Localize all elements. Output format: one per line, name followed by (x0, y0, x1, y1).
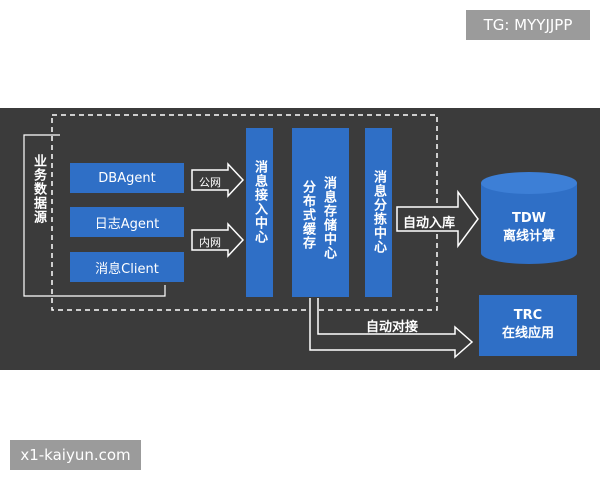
label-auto-connect: 自动对接 (366, 320, 419, 335)
tdw-text: TDW 离线计算 (481, 210, 577, 246)
label-private: 内网 (199, 236, 221, 249)
trc-text: TRC 在线应用 (479, 307, 577, 343)
agent-log: 日志Agent (70, 207, 184, 237)
distribution-center-label: 消息分拣中心 (371, 170, 386, 254)
label-public: 公网 (199, 176, 221, 189)
watermark-bottom-left: x1-kaiyun.com (10, 440, 141, 470)
box-trc: TRC 在线应用 (479, 295, 577, 356)
source-label: 业务数据源 (31, 154, 46, 224)
tdw-title: TDW (512, 211, 546, 226)
watermark-top-right: TG: MYYJJPP (466, 10, 590, 40)
source-bracket (23, 134, 166, 297)
box-storage-cache: 消息存储中心 分布式缓存 (292, 128, 349, 297)
arrow-auto-import (396, 189, 479, 249)
arrow-private (191, 222, 245, 258)
dashed-frame (51, 114, 438, 311)
trc-subtitle: 在线应用 (501, 326, 554, 341)
arrow-public (191, 162, 245, 198)
box-distribution-center: 消息分拣中心 (365, 128, 392, 297)
storage-center-label: 消息存储中心 (321, 176, 336, 260)
box-access-center: 消息接入中心 (246, 128, 273, 297)
tdw-cylinder (481, 172, 577, 264)
arrow-auto-connect (309, 298, 474, 359)
label-auto-import: 自动入库 (403, 216, 456, 231)
cache-label: 分布式缓存 (300, 180, 315, 250)
agent-message-client: 消息Client (70, 252, 184, 282)
access-center-label: 消息接入中心 (252, 160, 267, 244)
agent-dbagent: DBAgent (70, 163, 184, 193)
trc-title: TRC (513, 308, 543, 323)
tdw-subtitle: 离线计算 (502, 229, 555, 244)
